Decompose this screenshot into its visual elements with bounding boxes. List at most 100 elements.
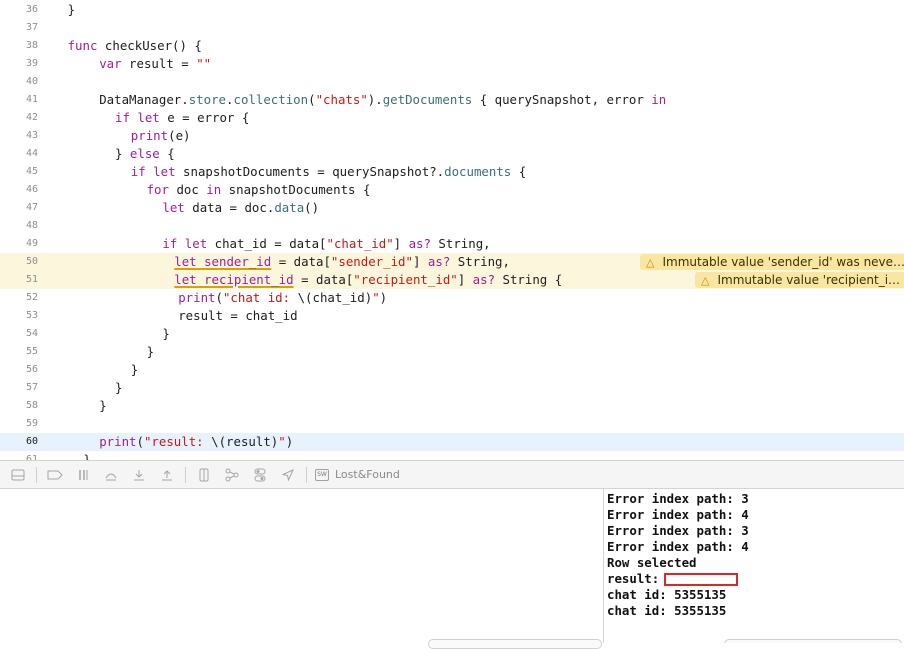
code-token: in [206, 182, 222, 197]
code-token: e = error { [159, 110, 250, 125]
pause-icon[interactable] [69, 461, 97, 489]
line-number[interactable]: 59 [25, 418, 38, 429]
code-line[interactable]: 40 [0, 73, 904, 91]
line-number[interactable]: 45 [25, 166, 38, 177]
code-line[interactable]: 39 var result = "" [0, 55, 904, 73]
code-line[interactable]: 58} [0, 397, 904, 415]
code-line[interactable]: 48 [0, 217, 904, 235]
line-number[interactable]: 39 [25, 58, 38, 69]
variables-view[interactable] [0, 489, 603, 649]
view-hierarchy-icon[interactable] [190, 461, 218, 489]
code-line[interactable]: 60 print("result: \(result)") [0, 433, 904, 451]
line-number[interactable]: 37 [25, 22, 38, 33]
code-text[interactable]: let recipient_id = data["recipient_id"] … [174, 271, 562, 289]
code-text[interactable]: } [147, 343, 154, 361]
code-text[interactable]: DataManager.store.collection("chats").ge… [99, 91, 666, 109]
code-line[interactable]: 56} [0, 361, 904, 379]
code-line[interactable]: 44 } else { [0, 145, 904, 163]
line-number[interactable]: 58 [25, 400, 38, 411]
code-line[interactable]: 52 print("chat id: \(chat_id)") [0, 289, 904, 307]
hide-debug-area-icon[interactable] [4, 461, 32, 489]
code-line[interactable]: 51 let recipient_id = data["recipient_id"… [0, 271, 904, 289]
code-text[interactable]: print("chat id: \(chat_id)") [178, 289, 387, 307]
environment-overrides-icon[interactable] [246, 461, 274, 489]
code-text[interactable]: print(e) [131, 127, 191, 145]
code-line[interactable]: 54} [0, 325, 904, 343]
line-number[interactable]: 44 [25, 148, 38, 159]
code-text[interactable]: for doc in snapshotDocuments { [147, 181, 371, 199]
code-line[interactable]: 50 let sender_id = data["sender_id"] as? … [0, 253, 904, 271]
line-number[interactable]: 61 [25, 454, 38, 460]
code-line[interactable]: 49 if let chat_id = data["chat_id"] as? S… [0, 235, 904, 253]
line-number[interactable]: 46 [25, 184, 38, 195]
code-text[interactable]: } [83, 451, 90, 460]
code-text[interactable]: if let chat_id = data["chat_id"] as? Str… [162, 235, 490, 253]
code-text[interactable]: } [68, 1, 75, 19]
inline-warning[interactable]: △Immutable value 'sender_id' was neve… [640, 254, 904, 270]
code-token: } [162, 326, 170, 341]
line-number[interactable]: 52 [25, 292, 38, 303]
variables-filter-field[interactable] [428, 639, 602, 649]
code-text[interactable]: if let e = error { [115, 109, 249, 127]
line-number[interactable]: 47 [25, 202, 38, 213]
line-number[interactable]: 49 [25, 238, 38, 249]
simulate-location-icon[interactable] [274, 461, 302, 489]
line-number[interactable]: 51 [25, 274, 38, 285]
code-text[interactable]: func checkUser() { [68, 37, 202, 55]
line-number[interactable]: 57 [25, 382, 38, 393]
line-number[interactable]: 55 [25, 346, 38, 357]
code-text[interactable]: } [115, 379, 122, 397]
code-token: } [83, 452, 91, 460]
code-line[interactable]: 45 if let snapshotDocuments = querySnapsh… [0, 163, 904, 181]
line-number[interactable]: 56 [25, 364, 38, 375]
step-into-icon[interactable] [125, 461, 153, 489]
code-text[interactable]: let data = doc.data() [162, 199, 319, 217]
code-line[interactable]: 46 for doc in snapshotDocuments { [0, 181, 904, 199]
line-number[interactable]: 54 [25, 328, 38, 339]
line-number[interactable]: 48 [25, 220, 38, 231]
code-line[interactable]: 47 let data = doc.data() [0, 199, 904, 217]
code-text[interactable]: if let snapshotDocuments = querySnapshot… [131, 163, 526, 181]
code-line[interactable]: 38 func checkUser() { [0, 37, 904, 55]
step-out-icon[interactable] [153, 461, 181, 489]
memory-graph-icon[interactable] [218, 461, 246, 489]
code-text[interactable]: var result = "" [99, 55, 211, 73]
line-number[interactable]: 41 [25, 94, 38, 105]
line-number[interactable]: 43 [25, 130, 38, 141]
code-text[interactable]: } else { [115, 145, 175, 163]
breakpoints-toggle-icon[interactable] [41, 461, 69, 489]
process-selector[interactable]: SW Lost&Found [315, 468, 400, 481]
code-token: if let [115, 110, 160, 125]
line-number[interactable]: 53 [25, 310, 38, 321]
line-number[interactable]: 40 [25, 76, 38, 87]
code-token: data [274, 200, 305, 215]
code-text[interactable]: } [131, 361, 138, 379]
code-line[interactable]: 43 print(e) [0, 127, 904, 145]
line-number[interactable]: 60 [25, 436, 38, 447]
step-over-icon[interactable] [97, 461, 125, 489]
code-editor[interactable]: 36} 37 38 func checkUser() { 39 var result = … [0, 0, 904, 460]
inline-warning[interactable]: △Immutable value 'recipient_i… [695, 272, 904, 288]
code-text[interactable]: print("result: \(result)") [99, 433, 293, 451]
code-line[interactable]: 36} [0, 1, 904, 19]
code-line[interactable]: 61} [0, 451, 904, 460]
line-number[interactable]: 36 [25, 4, 38, 15]
code-text[interactable]: result = chat_id [178, 307, 297, 325]
code-text[interactable]: let sender_id = data["sender_id"] as? St… [174, 253, 510, 271]
code-line[interactable]: 42 if let e = error { [0, 109, 904, 127]
code-line[interactable]: 37 [0, 19, 904, 37]
code-text[interactable]: } [99, 397, 106, 415]
code-line[interactable]: 55} [0, 343, 904, 361]
code-line[interactable]: 59 [0, 415, 904, 433]
code-token: } [115, 146, 130, 161]
pane-divider[interactable] [603, 489, 604, 643]
line-number[interactable]: 42 [25, 112, 38, 123]
line-number[interactable]: 50 [25, 256, 38, 267]
code-line[interactable]: 53 result = chat_id [0, 307, 904, 325]
code-line[interactable]: 41 DataManager.store.collection("chats").… [0, 91, 904, 109]
line-number[interactable]: 38 [25, 40, 38, 51]
code-line[interactable]: 57} [0, 379, 904, 397]
code-text[interactable]: } [162, 325, 169, 343]
console-filter-field[interactable] [724, 639, 902, 643]
